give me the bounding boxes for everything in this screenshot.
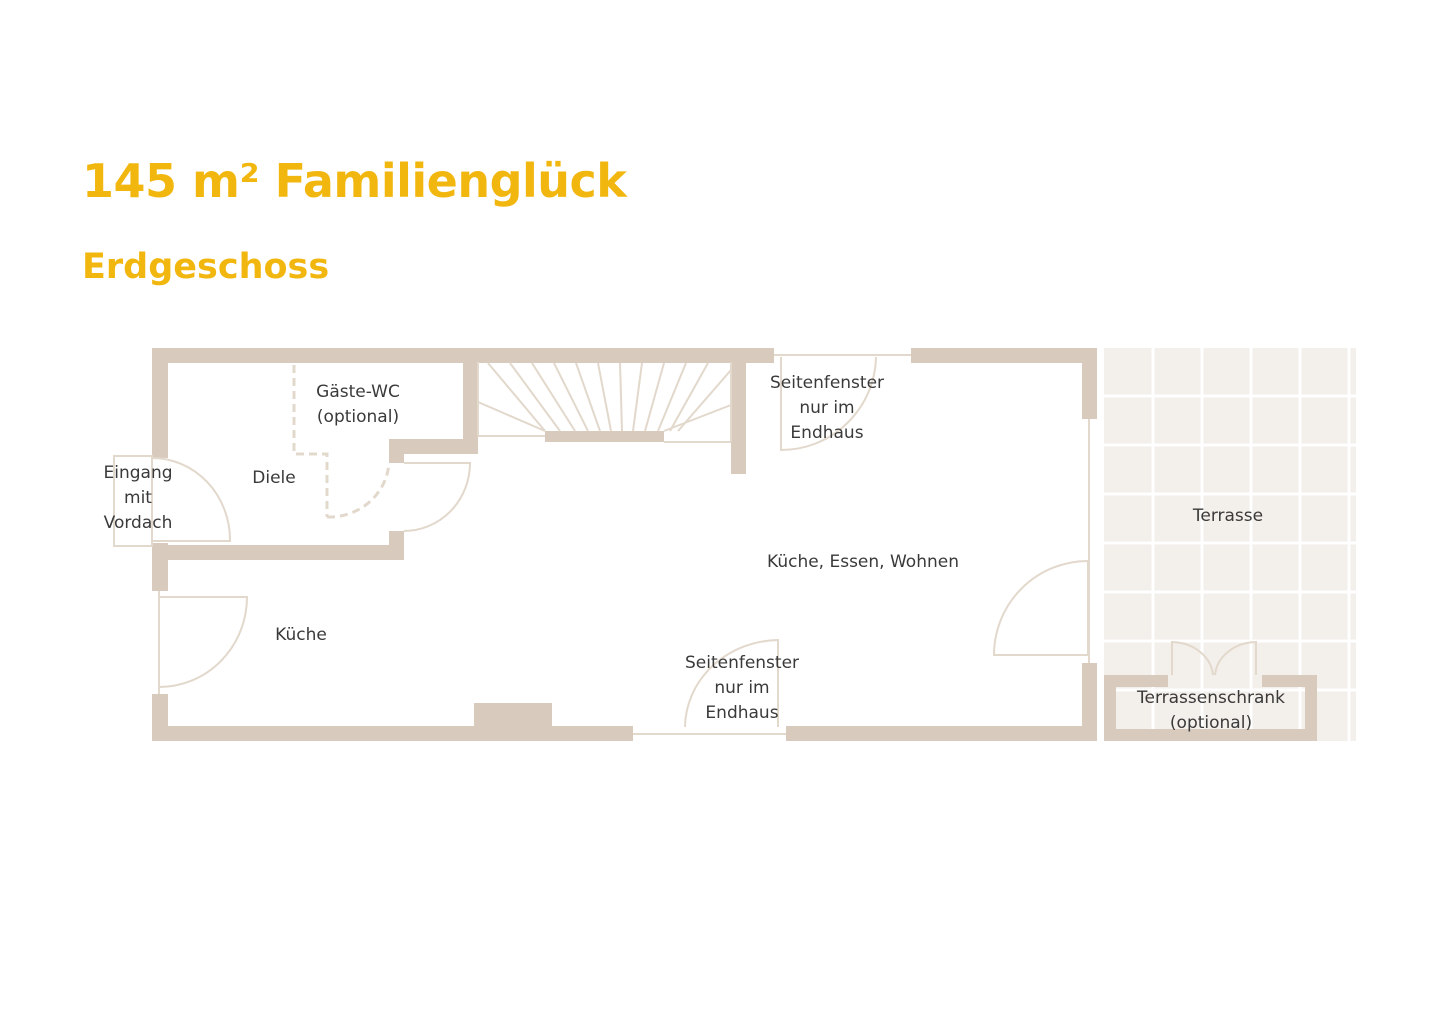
room-label-kitchen: Küche (275, 625, 327, 645)
room-label-guest-wc: Gäste-WC (optional) (316, 382, 400, 427)
room-label-hall: Diele (252, 468, 296, 488)
note-side-window-bottom: Seitenfenster nur im Endhaus (684, 653, 800, 723)
note-side-window-top: Seitenfenster nur im Endhaus (769, 373, 885, 443)
room-label-terrace-cabinet: Terrassenschrank (optional) (1136, 688, 1286, 733)
doors-windows-stairs (113, 354, 1257, 735)
room-label-terrace: Terrasse (1192, 506, 1264, 526)
optional-wc-wall (292, 365, 391, 519)
room-label-living: Küche, Essen, Wohnen (767, 552, 959, 572)
page-title: 145 m² Familienglück (82, 154, 627, 208)
floor-subtitle: Erdgeschoss (82, 247, 330, 287)
room-label-entrance: Eingang mit Vordach (103, 463, 173, 533)
walls (152, 348, 1317, 741)
